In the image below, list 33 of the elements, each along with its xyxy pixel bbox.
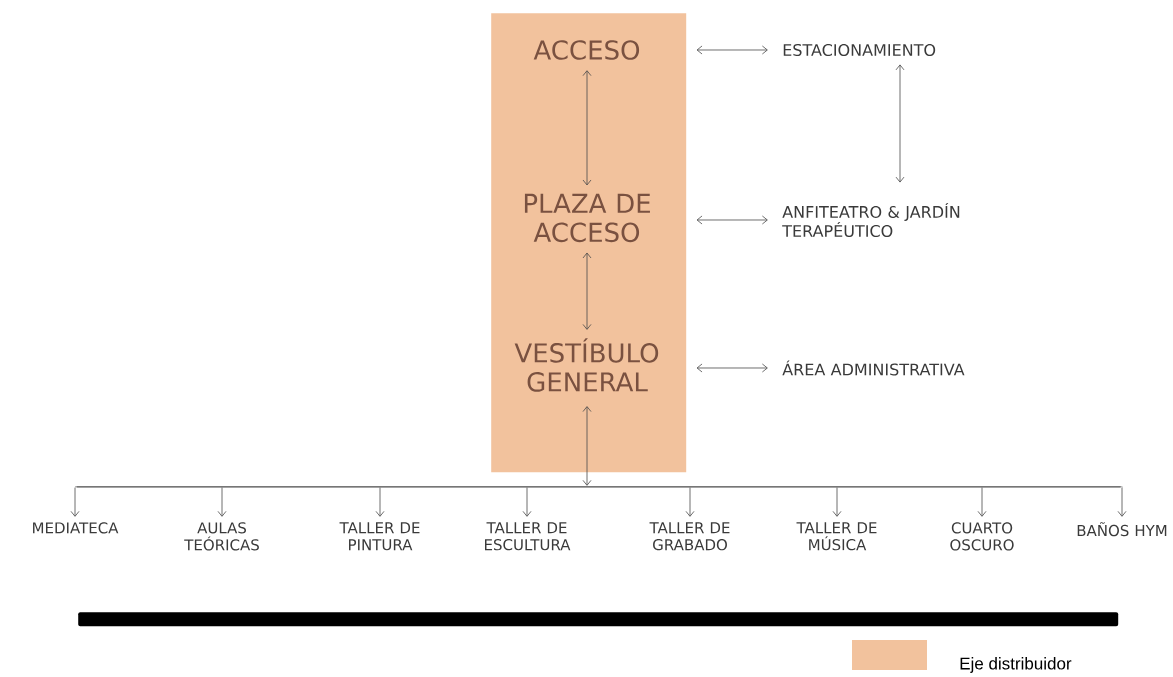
arrow [70, 487, 80, 517]
arrow [696, 45, 768, 55]
arrow [977, 487, 987, 517]
arrow [832, 487, 842, 517]
arrow [1117, 487, 1127, 517]
arrow [217, 487, 227, 517]
room-label: TALLER DE PINTURA [339, 522, 420, 551]
space-label: VESTÍBULO GENERAL [514, 338, 659, 392]
arrow [582, 252, 592, 330]
space-label: ANFITEATRO & JARDÍN TERAPÉUTICO [782, 202, 960, 238]
room-label: AULAS TEÓRICAS [184, 522, 259, 551]
room-label: MEDIATECA [33, 522, 119, 534]
room-label: TALLER DE ESCULTURA [485, 522, 571, 551]
space-label: ACCESO [533, 40, 640, 60]
arrow [696, 215, 768, 225]
arrow [582, 406, 592, 486]
room-label: CUARTO OSCURO [950, 522, 1014, 551]
room-label: TALLER DE MÚSICA [796, 522, 877, 551]
arrow [582, 70, 592, 186]
arrow [522, 487, 532, 517]
arrow [895, 64, 905, 183]
distribution-axis-band [491, 13, 687, 473]
space-label: ESTACIONAMIENTO [783, 43, 936, 57]
branch-line [75, 485, 1123, 489]
space-label: PLAZA DE ACCESO [524, 193, 650, 243]
arrow [685, 487, 695, 517]
room-label: TALLER DE GRABADO [649, 522, 730, 551]
arrow [375, 487, 385, 517]
space-label: ÁREA ADMINISTRATIVA [782, 360, 965, 376]
base-bar [78, 612, 1119, 627]
room-label: BAÑOS HYM [1077, 522, 1167, 537]
arrow [696, 363, 768, 373]
legend-label: Eje distribuidor [960, 657, 1072, 673]
